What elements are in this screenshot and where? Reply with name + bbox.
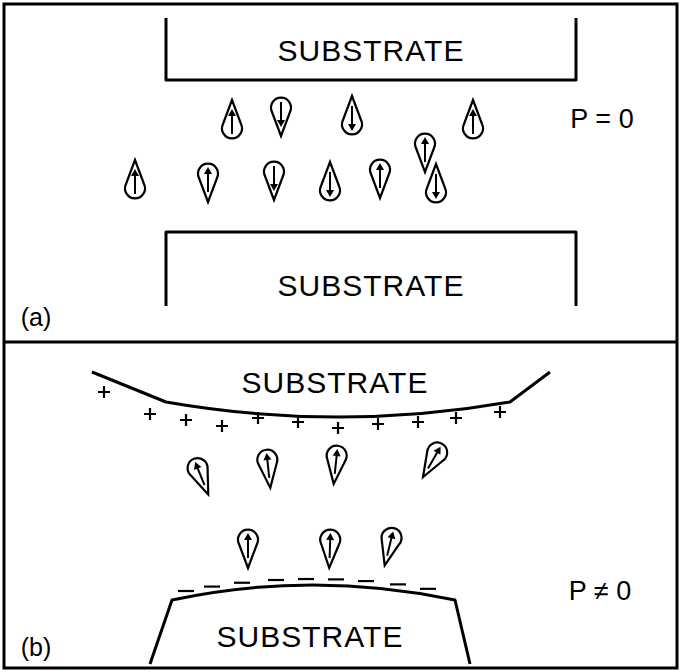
panel-divider <box>4 341 677 344</box>
positive-charge <box>180 414 192 426</box>
substrate-edge <box>150 585 470 664</box>
dipole-arrow-head <box>421 137 429 144</box>
negative-charge <box>178 590 194 592</box>
dipole-arrow-head <box>277 120 285 127</box>
dipole-molecule <box>198 164 218 202</box>
dipole-arrow-head <box>191 460 201 469</box>
negative-charge <box>234 582 250 584</box>
negative-charge <box>358 580 374 582</box>
dipole-molecule <box>185 455 218 498</box>
dipole-molecule <box>414 439 450 482</box>
substrate-label: SUBSTRATE <box>278 269 465 302</box>
molecule-outline <box>375 526 404 568</box>
molecule-outline <box>125 160 145 198</box>
dipole-arrow-head <box>131 169 139 176</box>
positive-charge <box>372 418 384 430</box>
dipole-molecule <box>342 96 362 134</box>
molecule-outline <box>319 529 340 568</box>
panel-letter: (b) <box>21 634 52 662</box>
dipole-molecule <box>375 526 404 568</box>
substrate-label: SUBSTRATE <box>217 620 404 653</box>
dipole-arrow-head <box>469 109 477 116</box>
dipole-molecule <box>324 445 348 485</box>
molecule-outline <box>271 98 291 136</box>
negative-charge <box>298 578 314 580</box>
molecule-outline <box>198 164 218 202</box>
dipole-arrow-head <box>244 533 252 540</box>
molecule-outline <box>264 162 284 200</box>
positive-charge <box>144 408 156 420</box>
molecule-outline <box>222 100 242 138</box>
molecule-outline <box>320 162 340 200</box>
substrate-label: SUBSTRATE <box>242 366 429 399</box>
positive-charge <box>332 422 344 434</box>
dipole-molecule <box>415 134 435 172</box>
positive-charge <box>494 406 506 418</box>
substrate-plate: SUBSTRATE <box>160 226 582 310</box>
molecule-outline <box>415 134 435 172</box>
dipole-molecule <box>319 529 340 568</box>
dipole-arrow-head <box>228 109 236 116</box>
substrate-label: SUBSTRATE <box>278 34 465 67</box>
molecule-outline <box>414 439 450 482</box>
dipole-arrow-head <box>434 445 444 455</box>
negative-charge <box>390 583 406 585</box>
dipole-molecule <box>238 530 258 568</box>
dipole-molecule <box>271 98 291 136</box>
molecule-outline <box>342 96 362 134</box>
dipole-molecule <box>125 160 145 198</box>
dipole-arrow-head <box>204 167 212 174</box>
negative-charge <box>420 588 436 590</box>
dipole-arrow-head <box>432 192 440 199</box>
dipole-molecule <box>256 449 280 489</box>
dipole-molecules <box>125 96 483 568</box>
substrate-edge <box>166 18 576 80</box>
panel-letter: (a) <box>21 304 52 332</box>
dipole-molecule <box>463 100 483 138</box>
molecule-outline <box>185 455 218 498</box>
positive-charge <box>98 386 110 398</box>
dipole-arrow-head <box>270 184 278 191</box>
dipole-arrow-head <box>376 163 384 170</box>
negative-charge <box>268 579 284 581</box>
substrate-plate: SUBSTRATE <box>145 578 475 666</box>
substrate-plate: SUBSTRATE <box>160 12 582 86</box>
dipole-arrow-head <box>326 533 334 540</box>
dipole-arrow-head <box>326 190 334 197</box>
dipole-molecule <box>426 164 446 202</box>
substrate-edge <box>166 232 576 306</box>
negative-charge <box>328 578 344 580</box>
dipole-arrow-head <box>263 453 272 461</box>
molecule-outline <box>463 100 483 138</box>
positive-charge <box>216 420 228 432</box>
polarization-label: P = 0 <box>570 105 633 135</box>
molecule-outline <box>370 160 390 198</box>
dipole-molecule <box>320 162 340 200</box>
substrate-plate: SUBSTRATE <box>88 360 554 430</box>
figure-frame <box>4 4 677 668</box>
dipole-arrow-head <box>388 530 397 539</box>
positive-charge <box>450 412 462 424</box>
molecule-outline <box>238 530 258 568</box>
polarization-label: P ≠ 0 <box>569 577 631 607</box>
dipole-molecule <box>264 162 284 200</box>
dipole-molecule <box>370 160 390 198</box>
dipole-arrow-head <box>333 449 342 457</box>
negative-charge <box>204 585 220 587</box>
dipole-arrow-head <box>348 124 356 131</box>
molecule-outline <box>426 164 446 202</box>
molecule-outline <box>324 445 348 485</box>
molecule-outline <box>256 449 280 489</box>
positive-charge <box>412 416 424 428</box>
dipole-molecule <box>222 100 242 138</box>
